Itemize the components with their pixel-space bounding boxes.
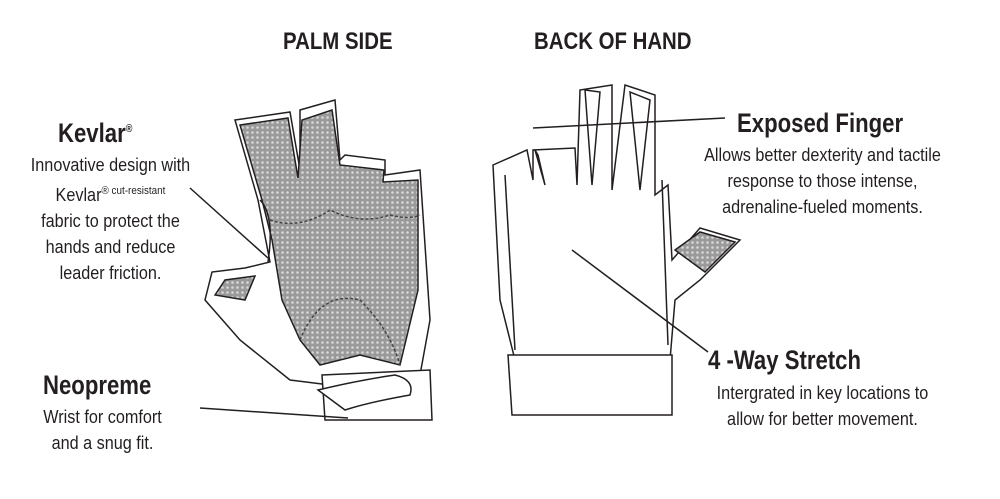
kevlar-text-line: Innovative design with [30,155,191,175]
back-of-hand-title: BACK OF HAND [534,28,692,55]
kevlar-word: Kevlar [55,185,102,205]
stretch-text-line: allow for better movement. [727,409,918,429]
exposed-finger-heading: Exposed Finger [737,108,904,138]
kevlar-text-line: hands and reduce [45,237,176,257]
kevlar-text-line: Kevlar® cut-resistant [18,178,203,208]
exposed-finger-text-line: response to those intense, [727,171,918,191]
callout-lines [189,117,726,419]
palm-side-glove [204,99,433,421]
stretch-text-line: Intergrated in key locations to [716,383,929,403]
kevlar-text-fragment: ® cut-resistant [101,185,166,197]
stretch-heading: 4 -Way Stretch [708,345,861,375]
kevlar-heading: Kevlar [58,118,126,148]
registered-mark: ® [125,123,133,135]
neopreme-text-line: and a snug fit. [51,433,154,453]
neopreme-text-line: Wrist for comfort [43,407,162,427]
palm-side-title: PALM SIDE [283,28,393,55]
kevlar-text-line: leader friction. [59,263,162,283]
kevlar-text-line: fabric to protect the [41,211,180,231]
neopreme-heading: Neopreme [43,370,152,400]
exposed-finger-text-line: adrenaline-fueled moments. [722,197,923,217]
exposed-finger-text-line: Allows better dexterity and tactile [704,145,941,165]
back-of-hand-glove [492,83,742,416]
